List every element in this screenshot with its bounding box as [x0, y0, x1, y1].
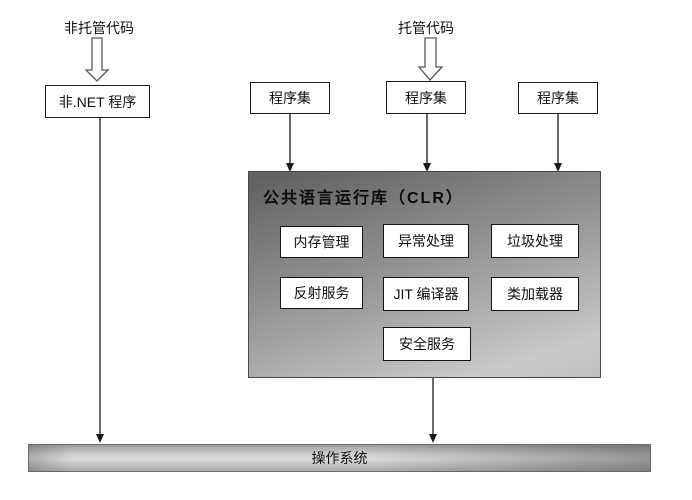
clr-component-security-services: 安全服务	[383, 327, 471, 361]
arrowhead-icon	[423, 163, 431, 172]
clr-component-reflection-services: 反射服务	[280, 277, 363, 309]
clr-component-garbage-collection: 垃圾处理	[491, 224, 579, 258]
clr-component-label: 类加载器	[507, 286, 563, 302]
arrowhead-icon	[96, 434, 104, 443]
clr-component-jit-compiler: JIT 编译器	[383, 277, 469, 311]
clr-component-label: 反射服务	[293, 285, 350, 301]
arrowhead-icon	[554, 163, 562, 172]
non-net-program-box: 非.NET 程序	[45, 85, 150, 118]
clr-panel: 公共语言运行库（CLR） 内存管理 异常处理 垃圾处理 反射服务 JIT 编译器…	[248, 171, 601, 378]
clr-component-label: 垃圾处理	[507, 233, 563, 249]
assembly-label: 程序集	[269, 90, 311, 106]
clr-component-memory-management: 内存管理	[280, 226, 363, 258]
operating-system-bar: 操作系统	[28, 444, 651, 472]
assembly-box-1: 程序集	[250, 82, 330, 114]
assembly-label: 程序集	[405, 89, 447, 106]
clr-component-exception-handling: 异常处理	[383, 224, 469, 258]
block-arrow-down-icon	[84, 37, 110, 82]
arrowhead-icon	[429, 434, 437, 443]
clr-component-class-loader: 类加载器	[491, 277, 579, 311]
assembly-box-2: 程序集	[386, 81, 466, 114]
clr-component-label: 内存管理	[293, 234, 350, 250]
block-arrow-down-icon	[417, 37, 444, 81]
unmanaged-code-label: 非托管代码	[64, 20, 134, 36]
non-net-program-label: 非.NET 程序	[58, 93, 137, 110]
managed-code-label: 托管代码	[398, 20, 454, 36]
operating-system-label: 操作系统	[311, 450, 368, 466]
arrowhead-icon	[286, 163, 294, 172]
assembly-box-3: 程序集	[518, 82, 598, 114]
clr-component-label: 异常处理	[398, 233, 454, 249]
clr-component-label: 安全服务	[399, 336, 455, 352]
assembly-label: 程序集	[537, 90, 579, 106]
clr-component-label: JIT 编译器	[393, 286, 459, 302]
clr-title: 公共语言运行库（CLR）	[263, 190, 464, 207]
